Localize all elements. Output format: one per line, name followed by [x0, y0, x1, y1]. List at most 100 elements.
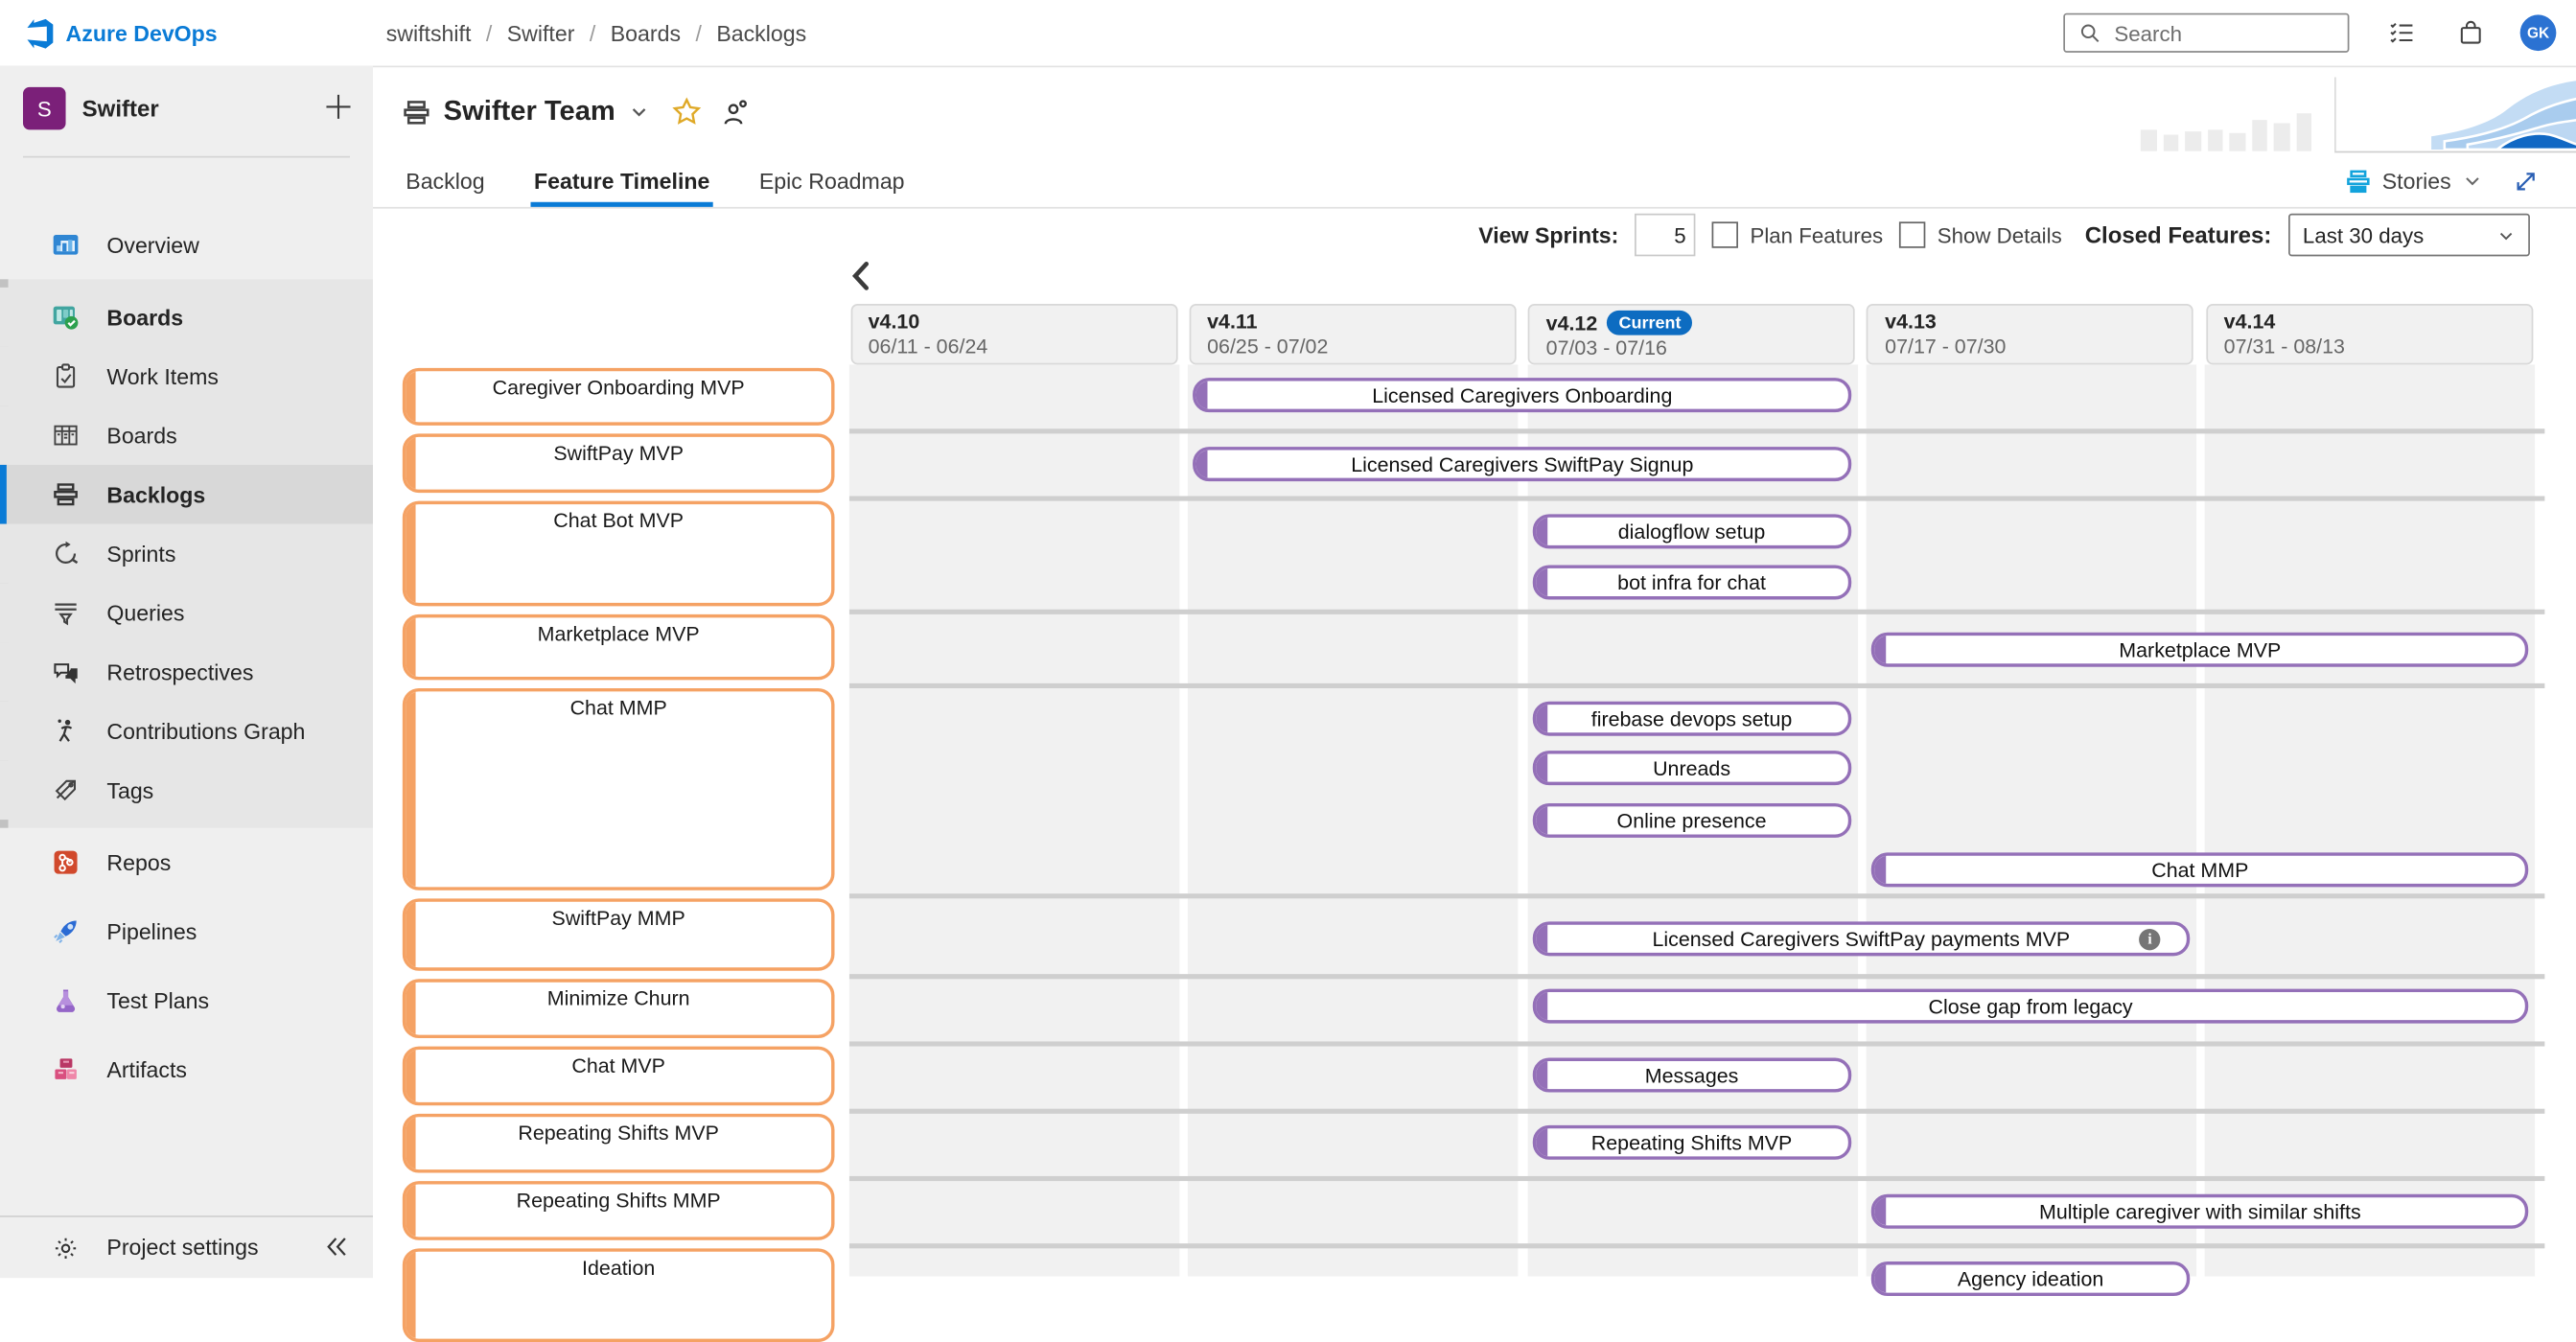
select-chevron-icon	[2499, 232, 2512, 240]
boards-hub-icon	[53, 304, 79, 330]
user-avatar[interactable]: GK	[2519, 14, 2557, 52]
sidebar-item-tags[interactable]: Tags	[0, 760, 373, 821]
epic-title: Chat Bot MVP	[553, 509, 685, 533]
feature-bar-unreads[interactable]: Unreads	[1532, 751, 1852, 786]
breadcrumb-item-swifter[interactable]: Swifter	[506, 20, 575, 46]
view-sprints-input[interactable]	[1635, 213, 1696, 257]
sprints-icon	[53, 541, 79, 567]
tab-backlog[interactable]: Backlog	[406, 169, 485, 195]
feature-bar-repeating-shifts-mvp[interactable]: Repeating Shifts MVP	[1532, 1124, 1852, 1160]
row-separator	[848, 1041, 2544, 1046]
feature-bar-marketplace-mvp[interactable]: Marketplace MVP	[1870, 632, 2530, 667]
sidebar-item-retrospectives[interactable]: Retrospectives	[0, 642, 373, 702]
epic-card-marketplace-mvp[interactable]: Marketplace MVP	[402, 613, 835, 681]
feature-bar-licensed-caregivers-onboarding[interactable]: Licensed Caregivers Onboarding	[1193, 378, 1852, 413]
velocity-chart-thumbnail[interactable]	[2140, 79, 2328, 151]
tab-epic-roadmap[interactable]: Epic Roadmap	[758, 169, 905, 195]
sidebar-item-contributions-graph[interactable]: Contributions Graph	[0, 701, 373, 761]
epic-card-chat-mvp[interactable]: Chat MVP	[402, 1046, 835, 1106]
sidebar-item-pipelines[interactable]: Pipelines	[0, 897, 373, 966]
feature-bar-multiple-caregiver-with-similar-shifts[interactable]: Multiple caregiver with similar shifts	[1870, 1193, 2530, 1229]
sidebar-item-test-plans[interactable]: Test Plans	[0, 966, 373, 1035]
epic-card-repeating-shifts-mvp[interactable]: Repeating Shifts MVP	[402, 1113, 835, 1173]
closed-features-label: Closed Features:	[2084, 221, 2272, 248]
epic-card-swiftpay-mmp[interactable]: SwiftPay MMP	[402, 898, 835, 971]
search-box[interactable]	[2063, 12, 2350, 53]
row-separator	[848, 683, 2544, 688]
sprint-name-text: v4.11	[1207, 310, 1258, 334]
epic-card-caregiver-onboarding-mvp[interactable]: Caregiver Onboarding MVP	[402, 367, 835, 426]
add-project-icon[interactable]	[324, 92, 354, 122]
team-chevron-down-icon[interactable]	[629, 102, 649, 122]
project-switcher[interactable]: S Swifter	[0, 79, 373, 145]
sidebar-item-queries[interactable]: Queries	[0, 583, 373, 643]
show-details-checkbox[interactable]	[1899, 221, 1926, 248]
my-work-items-icon[interactable]	[2389, 20, 2415, 46]
feature-bar-messages[interactable]: Messages	[1532, 1057, 1852, 1093]
project-settings-label: Project settings	[106, 1235, 259, 1261]
azure-devops-home-button[interactable]: Azure DevOps	[23, 16, 218, 49]
collapse-sidebar-icon[interactable]	[324, 1234, 350, 1260]
marketplace-bag-icon[interactable]	[2458, 20, 2484, 46]
feature-bar-agency-ideation[interactable]: Agency ideation	[1870, 1261, 2191, 1297]
epic-card-swiftpay-mvp[interactable]: SwiftPay MVP	[402, 433, 835, 494]
cfd-chart-thumbnail[interactable]	[2334, 77, 2576, 153]
sidebar-item-work-items[interactable]: Work Items	[0, 346, 373, 406]
plan-features-label: Plan Features	[1750, 222, 1884, 247]
sidebar-item-repos[interactable]: Repos	[0, 828, 373, 897]
breadcrumb-item-backlogs[interactable]: Backlogs	[716, 20, 807, 46]
closed-features-select[interactable]: Last 30 days	[2287, 213, 2530, 257]
team-members-icon[interactable]	[721, 98, 749, 126]
epic-card-chat-bot-mvp[interactable]: Chat Bot MVP	[402, 500, 835, 607]
epic-card-ideation[interactable]: Ideation	[402, 1248, 835, 1342]
search-icon	[2078, 21, 2101, 44]
feature-label: bot infra for chat	[1617, 570, 1766, 594]
feature-bar-licensed-caregivers-swiftpay-signup[interactable]: Licensed Caregivers SwiftPay Signup	[1193, 447, 1852, 482]
sidebar-item-boards[interactable]: Boards	[0, 287, 373, 347]
feature-bar-chat-mmp[interactable]: Chat MMP	[1870, 852, 2530, 888]
sidebar-item-label: Repos	[106, 849, 172, 875]
backlog-level-picker[interactable]: Stories	[2346, 161, 2539, 200]
epic-card-minimize-churn[interactable]: Minimize Churn	[402, 979, 835, 1038]
team-name[interactable]: Swifter Team	[443, 95, 615, 127]
row-separator	[848, 893, 2544, 898]
breadcrumb-separator: /	[695, 20, 702, 46]
plan-features-checkbox[interactable]	[1712, 221, 1739, 248]
epic-card-repeating-shifts-mmp[interactable]: Repeating Shifts MMP	[402, 1181, 835, 1240]
search-input[interactable]	[2110, 18, 2315, 47]
breadcrumb-item-boards[interactable]: Boards	[610, 20, 682, 46]
feature-bar-close-gap-from-legacy[interactable]: Close gap from legacy	[1532, 988, 2530, 1024]
current-sprint-badge: Current	[1607, 310, 1693, 336]
sidebar-item-backlogs[interactable]: Backlogs	[0, 464, 373, 524]
feature-bar-bot-infra-for-chat[interactable]: bot infra for chat	[1532, 565, 1852, 600]
feature-bar-online-presence[interactable]: Online presence	[1532, 802, 1852, 838]
sidebar-item-label: Boards	[106, 304, 184, 330]
feature-label: Repeating Shifts MVP	[1590, 1130, 1793, 1154]
feature-bar-dialogflow-setup[interactable]: dialogflow setup	[1532, 514, 1852, 549]
epic-card-chat-mmp[interactable]: Chat MMP	[402, 687, 835, 891]
sidebar-item-overview[interactable]: Overview	[0, 210, 373, 279]
fullscreen-expand-icon[interactable]	[2514, 169, 2539, 194]
project-settings-row[interactable]: Project settings	[0, 1215, 373, 1279]
breadcrumb-item-swiftshift[interactable]: swiftshift	[385, 20, 472, 46]
scroll-sprints-left-icon[interactable]	[849, 261, 875, 290]
tab-feature-timeline[interactable]: Feature Timeline	[530, 156, 713, 207]
info-icon[interactable]: i	[2139, 928, 2161, 950]
epic-title: Ideation	[582, 1256, 656, 1280]
sidebar-item-boards[interactable]: Boards	[0, 405, 373, 465]
feature-label: Close gap from legacy	[1928, 994, 2133, 1018]
sidebar-item-sprints[interactable]: Sprints	[0, 523, 373, 584]
sidebar-item-artifacts[interactable]: Artifacts	[0, 1035, 373, 1104]
favorite-star-icon[interactable]	[671, 97, 701, 127]
contributions-icon	[53, 718, 79, 744]
feature-bar-licensed-caregivers-swiftpay-payments-mvp[interactable]: Licensed Caregivers SwiftPay payments MV…	[1532, 921, 2191, 957]
feature-bar-firebase-devops-setup[interactable]: firebase devops setup	[1532, 701, 1852, 736]
